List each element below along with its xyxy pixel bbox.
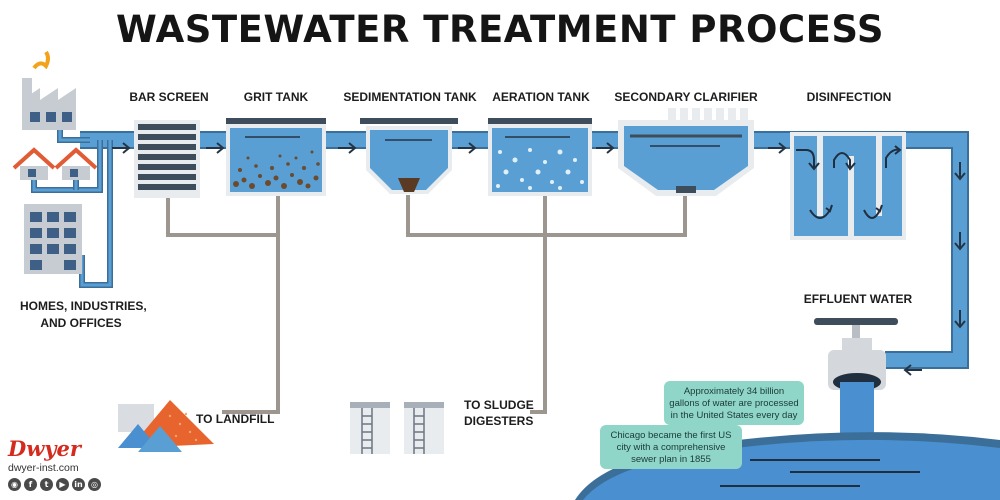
disinfection-unit [790, 132, 906, 240]
sedimentation-tank-unit [360, 118, 458, 194]
effluent-stream [840, 382, 874, 438]
label-aeration-tank: AERATION TANK [492, 90, 590, 104]
instagram-icon[interactable]: ◎ [88, 478, 101, 491]
label-effluent-water: EFFLUENT WATER [803, 292, 913, 306]
grit-tank-unit [226, 118, 326, 196]
youtube-icon[interactable]: ▶ [56, 478, 69, 491]
label-sources-line1: HOMES, INDUSTRIES, [20, 299, 147, 313]
label-secondary-clarifier: SECONDARY CLARIFIER [614, 90, 758, 104]
page-title: WASTEWATER TREATMENT PROCESS [115, 8, 885, 51]
landfill-pile-icon [118, 400, 214, 452]
social-icons: ◉ f t ▶ in ◎ [8, 478, 101, 491]
house-icon [12, 147, 56, 180]
aeration-tank-unit [488, 118, 592, 196]
brand-site-link[interactable]: dwyer-inst.com [8, 462, 79, 474]
flow-arrow-icon [112, 142, 966, 376]
sludge-pipes [166, 195, 687, 414]
linkedin-icon[interactable]: in [72, 478, 85, 491]
office-building-icon [24, 204, 82, 274]
house-icon [54, 147, 98, 180]
label-to-landfill: TO LANDFILL [196, 412, 275, 426]
label-bar-screen: BAR SCREEN [129, 90, 209, 104]
factory-icon [22, 50, 76, 130]
label-sources-line2: AND OFFICES [40, 316, 122, 330]
sludge-digester-tank [404, 402, 444, 454]
label-to-sludge: TO SLUDGE [464, 398, 534, 412]
label-digesters: DIGESTERS [464, 414, 534, 428]
label-disinfection: DISINFECTION [806, 90, 892, 104]
secondary-clarifier-unit [618, 108, 754, 196]
facebook-icon[interactable]: f [24, 478, 37, 491]
fact-note-chicago-sewer: Chicago became the first US city with a … [600, 425, 742, 469]
fact-note-water-volume: Approximately 34 billion gallons of wate… [664, 381, 804, 425]
label-sedimentation-tank: SEDIMENTATION TANK [343, 90, 477, 104]
effluent-valve-icon [814, 318, 898, 391]
sludge-digester-tank [350, 402, 390, 454]
rss-icon[interactable]: ◉ [8, 478, 21, 491]
label-grit-tank: GRIT TANK [243, 90, 309, 104]
brand-logo: Dwyer [8, 436, 81, 461]
twitter-icon[interactable]: t [40, 478, 53, 491]
bar-screen-unit [134, 120, 200, 198]
